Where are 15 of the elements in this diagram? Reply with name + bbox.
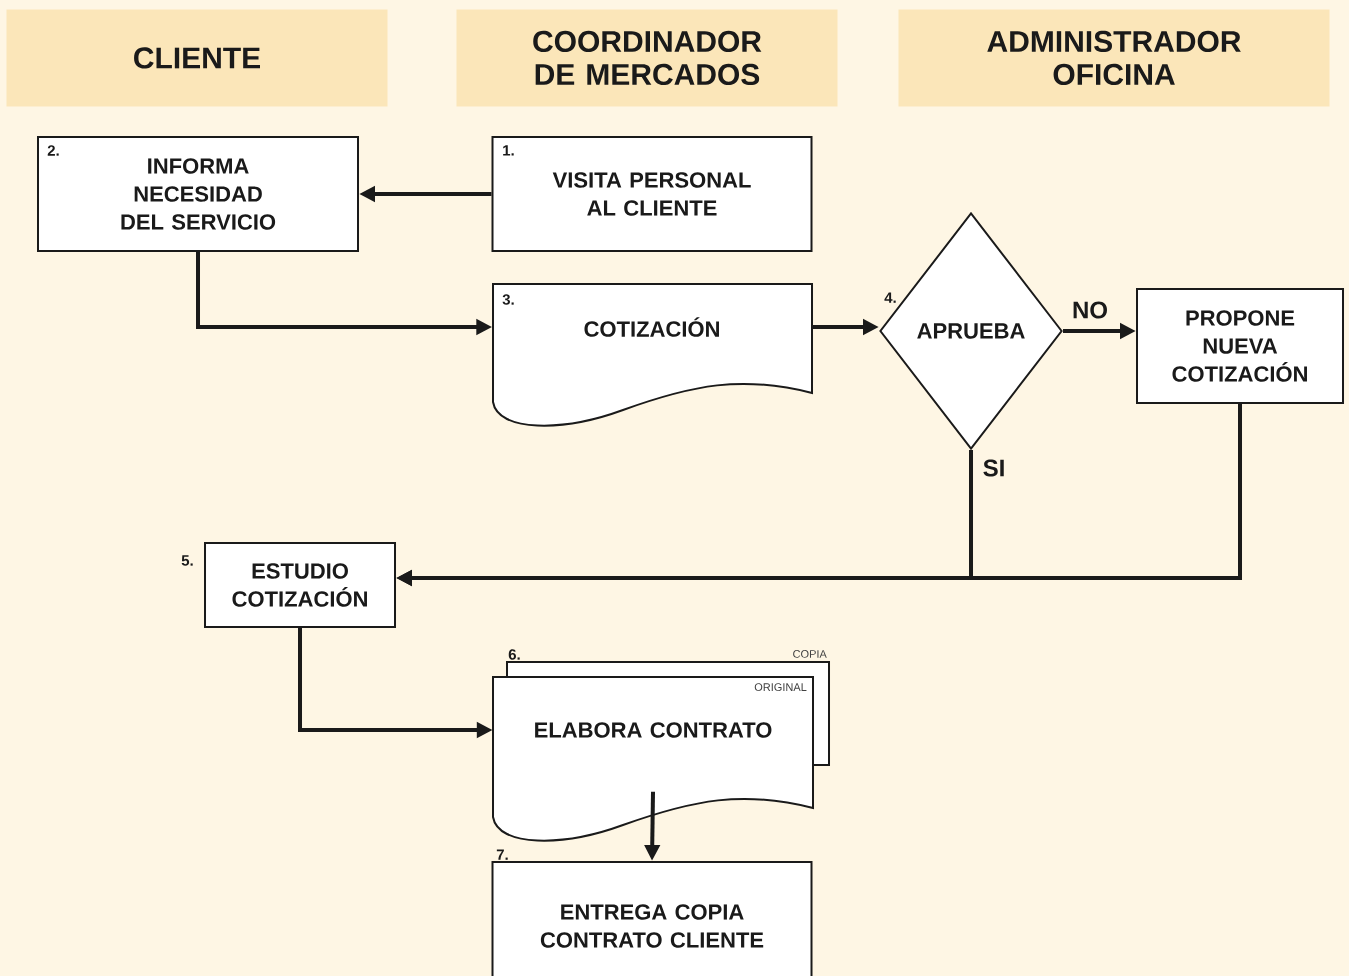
sheet-label: ORIGINAL <box>754 683 807 691</box>
step-number: 3. <box>502 294 514 305</box>
step-number: 6. <box>508 649 520 660</box>
step-number: 4. <box>884 292 896 303</box>
process-box: ESTUDIO COTIZACIÓN <box>204 542 396 628</box>
lane-header: CLIENTE <box>6 9 388 107</box>
lane-header: COORDINADOR DE MERCADOS <box>456 9 838 107</box>
step-number: 7. <box>496 849 508 860</box>
sheet-label: COPIA <box>793 650 827 658</box>
process-box: PROPONE NUEVA COTIZACIÓN <box>1136 288 1344 404</box>
step-number: 2. <box>47 145 59 156</box>
process-box: ENTREGA COPIA CONTRATO CLIENTE <box>491 861 813 976</box>
step-number: 5. <box>181 555 193 566</box>
lane-header: ADMINISTRADOR OFICINA <box>898 9 1330 107</box>
step-number: 1. <box>503 145 514 156</box>
